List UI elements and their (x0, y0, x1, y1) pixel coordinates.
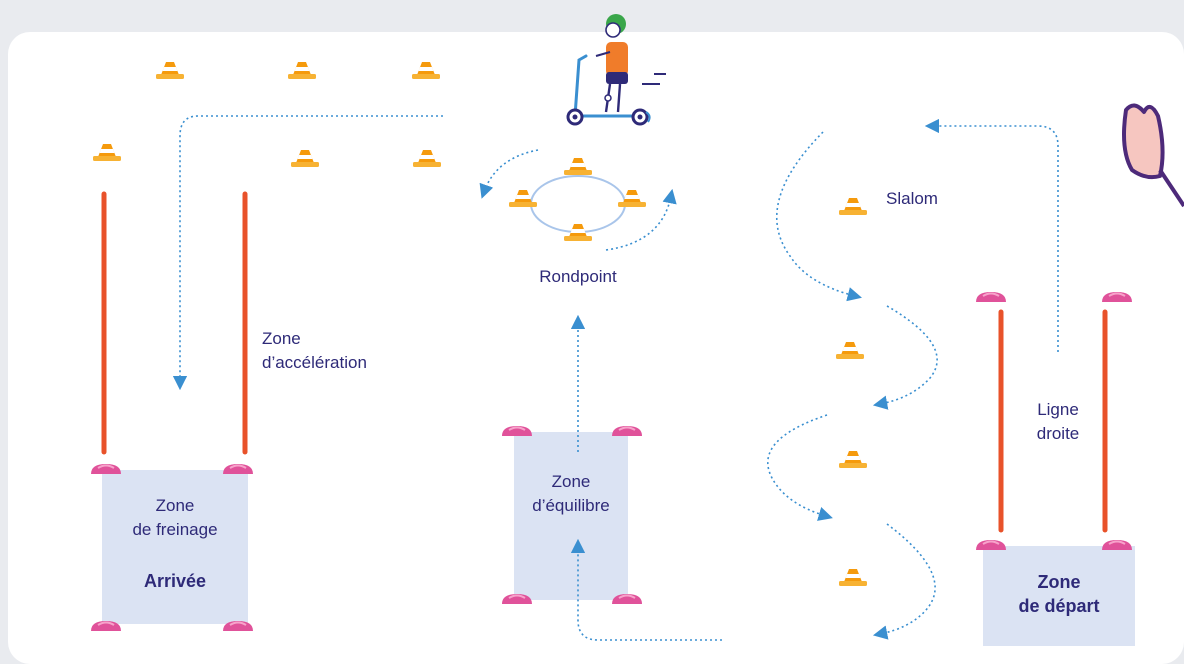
start-zone-label: Zone de départ (983, 570, 1135, 618)
start-label-line2: de départ (1018, 596, 1100, 616)
traffic-cone-icon (564, 158, 592, 175)
straight-label-line1: Ligne (1037, 400, 1079, 419)
floor-marker-icon (1101, 539, 1133, 551)
arrow-to-braking (172, 115, 443, 391)
arrow-slalom-to-balance (570, 538, 722, 641)
floor-marker-icon (975, 291, 1007, 303)
braking-zone-label: Zone de freinage (102, 494, 248, 542)
traffic-cone-icon (839, 569, 867, 586)
traffic-cone-icon (836, 342, 864, 359)
floor-marker-icon (90, 463, 122, 475)
traffic-cone-icon (412, 62, 440, 79)
slalom-arrow-4 (872, 523, 936, 640)
traffic-cone-icon (291, 150, 319, 167)
arrow-straight-to-slalom (924, 118, 1059, 352)
acceleration-label-line2: d’accélération (262, 353, 367, 372)
floor-marker-icon (611, 425, 643, 437)
traffic-cone-icon (288, 62, 316, 79)
braking-label-line1: Zone (155, 496, 195, 515)
braking-label-line2: de freinage (132, 520, 218, 539)
traffic-cone-icon (156, 62, 184, 79)
roundabout-arrow-right (605, 188, 677, 251)
floor-marker-icon (501, 593, 533, 605)
acceleration-label-line1: Zone (262, 329, 301, 348)
slalom-arrow-2 (872, 305, 938, 410)
traffic-cone-icon (413, 150, 441, 167)
roundabout-arrow-left (479, 149, 539, 199)
balance-zone-box (514, 432, 628, 600)
floor-marker-icon (1101, 291, 1133, 303)
start-zone-box (983, 546, 1135, 646)
floor-marker-icon (975, 539, 1007, 551)
traffic-cone-icon (93, 144, 121, 161)
balance-label-line2: d’équilibre (532, 496, 610, 515)
straight-line-label: Ligne droite (1018, 398, 1098, 446)
roundabout-label: Rondpoint (539, 267, 617, 286)
traffic-cone-icon (839, 451, 867, 468)
hand-icon (1122, 103, 1184, 208)
traffic-cone-icon (564, 224, 592, 241)
start-label-line1: Zone (1037, 572, 1081, 592)
floor-marker-icon (611, 593, 643, 605)
slalom-arrow-3 (767, 414, 833, 521)
straight-label-line2: droite (1036, 424, 1080, 443)
traffic-cone-icon (839, 198, 867, 215)
floor-marker-icon (222, 620, 254, 632)
balance-label-line1: Zone (551, 472, 591, 491)
acceleration-zone-label: Zone d’accélération (262, 327, 367, 375)
balance-zone-label: Zone d’équilibre (514, 470, 628, 518)
braking-zone-box (102, 470, 248, 624)
slalom-arrow-1 (776, 131, 862, 302)
floor-marker-icon (222, 463, 254, 475)
floor-marker-icon (90, 620, 122, 632)
scooter-rider-icon (566, 14, 666, 126)
roundabout-ring (530, 175, 626, 233)
floor-marker-icon (501, 425, 533, 437)
finish-label: Arrivée (143, 571, 207, 591)
slalom-label: Slalom (886, 189, 938, 208)
